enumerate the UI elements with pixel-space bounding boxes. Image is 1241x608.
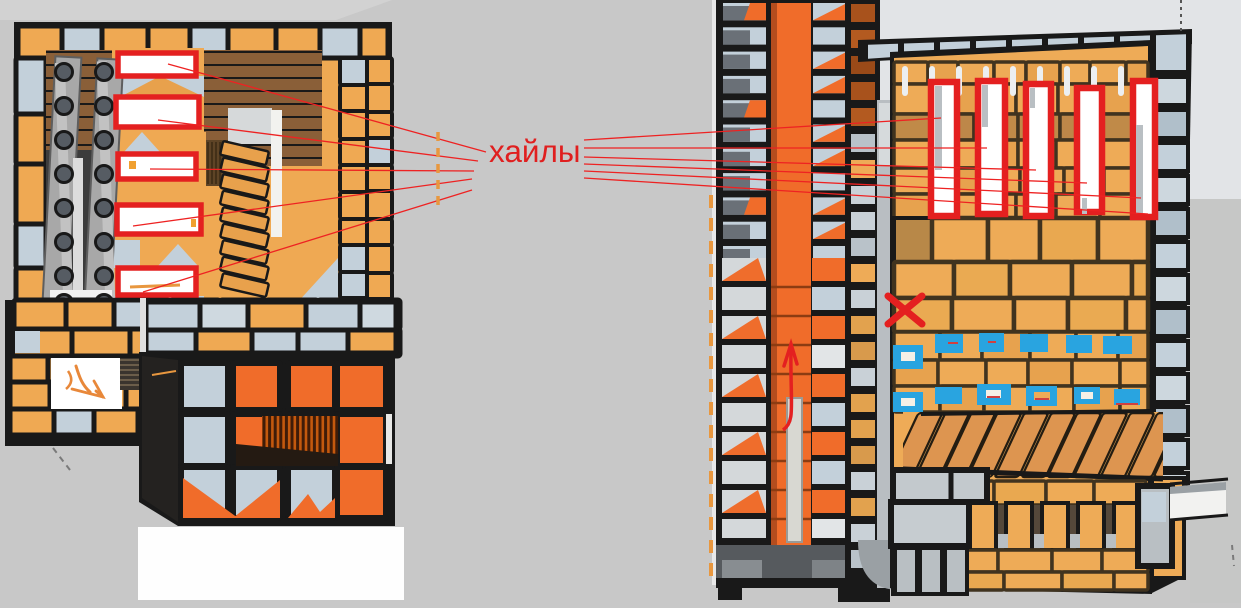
svg-text:хайлы: хайлы (489, 133, 581, 169)
